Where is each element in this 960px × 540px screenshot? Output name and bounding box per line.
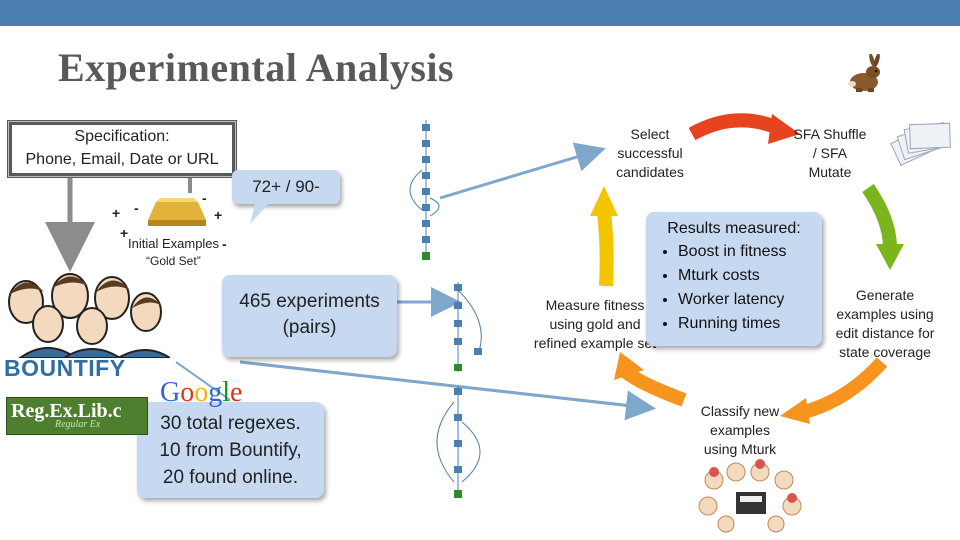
generate-line-1: Generate xyxy=(855,287,915,303)
experiments-callout: 465 experiments (pairs) xyxy=(222,275,397,357)
classify-line-1: Classify new xyxy=(700,403,780,419)
automaton-to-select-arrow xyxy=(439,142,606,200)
regexes-line-2: 10 from Bountify, xyxy=(159,440,302,461)
google-letter: l xyxy=(222,377,231,408)
experiments-line-2: (pairs) xyxy=(282,317,337,338)
generate-line-2: examples using xyxy=(836,306,934,322)
initial-examples-label: Initial Examples xyxy=(128,236,220,251)
select-line-3: candidates xyxy=(616,164,684,180)
google-letter: o xyxy=(180,377,195,408)
spec-line-1: Specification: xyxy=(74,128,170,145)
google-letter: o xyxy=(194,377,209,408)
regexes-line-3: 20 found online. xyxy=(162,467,299,488)
generate-line-3: edit distance for xyxy=(835,325,935,341)
google-logo: Google xyxy=(160,377,242,409)
measure-fitness-text: Measure fitness using gold and refined e… xyxy=(520,296,670,353)
people-icon xyxy=(8,273,170,358)
sign-plus-1: + xyxy=(112,205,121,221)
gold-bar-icon xyxy=(148,198,206,226)
results-item: Mturk costs xyxy=(678,264,814,288)
regexlib-sub-text: Regular Ex xyxy=(55,419,101,430)
people-to-regex-callout-line xyxy=(175,361,231,401)
cycle-arrows xyxy=(590,113,904,424)
regexes-to-classify-arrow xyxy=(239,360,656,421)
measure-line-2: using gold and xyxy=(549,316,641,332)
sign-minus-1: - xyxy=(134,200,139,216)
regexes-line-1: 30 total regexes. xyxy=(160,413,301,434)
slide-title: Experimental Analysis xyxy=(58,45,455,90)
classify-line-3: using Mturk xyxy=(703,441,777,457)
sfa-shuffle-text: SFA Shuffle / SFA Mutate xyxy=(780,125,880,182)
sfa-line-3: Mutate xyxy=(808,164,852,180)
results-title: Results measured: xyxy=(667,220,801,237)
sfa-line-2: / SFA xyxy=(812,145,848,161)
gold-set-label: “Gold Set” xyxy=(146,254,201,268)
regexlib-logo: Reg.Ex.Lib.c Regular Ex xyxy=(6,397,148,435)
spec-line-2: Phone, Email, Date or URL xyxy=(25,151,219,168)
regexlib-main-text: Reg.Ex.Lib.c xyxy=(11,400,122,422)
experiments-line-1: 465 experiments xyxy=(239,291,380,312)
results-box: Results measured: Boost in fitness Mturk… xyxy=(646,212,822,346)
select-line-2: successful xyxy=(617,145,683,161)
google-letter: e xyxy=(230,377,243,408)
card-stack-icon xyxy=(890,122,951,166)
rabbit-icon xyxy=(848,54,880,92)
automaton-diagram-top xyxy=(409,120,440,260)
score-callout: 72+ / 90- xyxy=(232,170,340,204)
top-accent-bar xyxy=(0,0,960,26)
classify-line-2: examples xyxy=(710,422,770,438)
results-item: Boost in fitness xyxy=(678,240,814,264)
generate-line-4: state coverage xyxy=(839,344,931,360)
bountify-logo: BOUNTIFY xyxy=(4,355,126,381)
sign-minus-2: - xyxy=(202,190,207,206)
score-callout-tail xyxy=(250,200,272,224)
google-letter: G xyxy=(160,377,181,408)
sign-plus-2: + xyxy=(214,207,223,223)
sign-plus-3: + xyxy=(120,225,129,241)
results-list: Boost in fitness Mturk costs Worker late… xyxy=(654,240,814,336)
sfa-line-1: SFA Shuffle xyxy=(793,126,867,142)
specification-box: Specification: Phone, Email, Date or URL xyxy=(8,121,236,177)
generate-examples-text: Generate examples using edit distance fo… xyxy=(818,286,952,362)
select-line-1: Select xyxy=(630,126,670,142)
automaton-diagram-bottom xyxy=(436,282,482,498)
mturk-icon xyxy=(698,459,802,533)
results-item: Worker latency xyxy=(678,288,814,312)
select-candidates-text: Select successful candidates xyxy=(600,125,700,182)
regexes-callout: 30 total regexes. 10 from Bountify, 20 f… xyxy=(137,402,324,498)
classify-examples-text: Classify new examples using Mturk xyxy=(688,402,792,459)
results-item: Running times xyxy=(678,312,814,336)
measure-line-3: refined example set xyxy=(533,335,657,351)
measure-line-1: Measure fitness xyxy=(545,297,645,313)
google-letter: g xyxy=(208,377,223,408)
sign-minus-3: - xyxy=(222,236,227,252)
